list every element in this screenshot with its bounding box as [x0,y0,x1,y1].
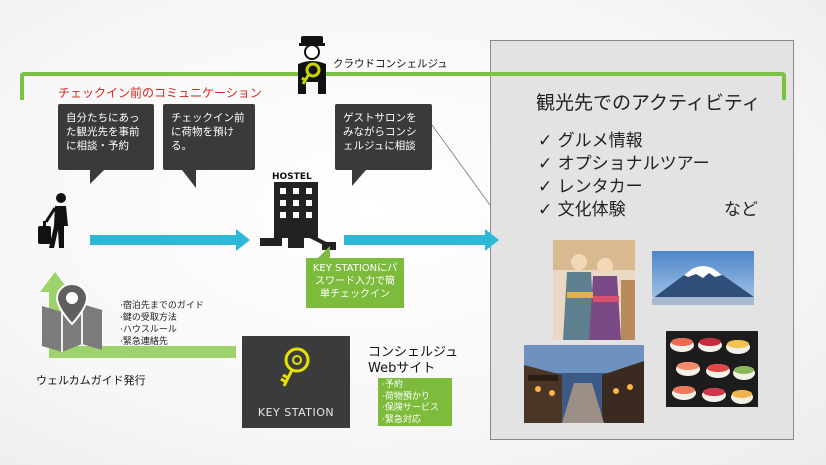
key-station-callout: KEY STATIONにパスワード入力で簡単チェックイン [306,258,404,308]
welcome-guide-list: ·宿泊先までのガイド ·鍵の受取方法 ·ハウスルール ·緊急連絡先 [120,300,204,348]
activities-title: 観光先でのアクティビティ [536,92,761,114]
flow-arrow-1 [90,235,237,245]
bubble-luggage: チェックイン前に荷物を預ける。 [163,104,255,170]
activities-suffix: など [724,200,758,220]
web-item: ·荷物預かり [382,391,430,402]
welcome-item: ·緊急連絡先 [120,337,168,347]
flow-arrow-2 [344,235,486,245]
pre-checkin-label: チェックイン前のコミュニケーション [58,86,262,100]
flow-arrow-2-head [485,229,499,251]
activities-list: ✓ グルメ情報 ✓ オプショナルツアー ✓ レンタカー ✓ 文化体験 [538,130,710,222]
concierge-web-title-line1: コンシェルジュ [368,345,459,360]
key-pin-icon [280,347,310,387]
bubble-luggage-tail [182,170,196,188]
welcome-item: ·ハウスルール [120,325,177,335]
activity-item-rentacar: ✓ レンタカー [538,177,643,197]
mount-fuji-photo [652,251,754,305]
traveler-icon [38,193,68,248]
bubble-salon-text: ゲストサロンをみながらコンシェルジュに相談 [343,112,417,152]
welcome-guide-label: ウェルカムガイド発行 [36,374,146,387]
concierge-figure-icon [298,36,326,94]
flow-arrow-1-head [236,229,250,251]
bubble-consult-tail [90,170,104,184]
concierge-web-title: コンシェルジュ Webサイト [368,345,458,377]
hostel-sign: HOSTEL [272,172,312,182]
web-item: ·保険サービス [382,403,439,413]
key-station-logo-text: KEY STATION [257,406,335,419]
activity-item-tour: ✓ オプショナルツアー [538,154,710,174]
kimono-photo [553,240,635,340]
bubble-salon: ゲストサロンをみながらコンシェルジュに相談 [335,104,432,170]
bubble-salon-tail [352,170,366,186]
concierge-web-title-line2: Webサイト [368,361,436,376]
concierge-web-list: ·予約 ·荷物預かり ·保険サービス ·緊急対応 [378,378,452,426]
sushi-photo [666,331,758,407]
map-pin-icon [42,282,102,352]
activity-item-culture: ✓ 文化体験 [538,200,626,220]
web-item: ·予約 [382,380,403,390]
bubble-luggage-text: チェックイン前に荷物を預ける。 [171,112,245,152]
bubble-consult-text: 自分たちにあった観光先を事前に相談・予約 [66,112,140,152]
web-item: ·緊急対応 [382,414,421,425]
welcome-item: ·宿泊先までのガイド [120,301,204,311]
welcome-item: ·鍵の受取方法 [120,313,177,323]
activity-item-gourmet: ✓ グルメ情報 [538,131,643,151]
bubble-consult: 自分たちにあった観光先を事前に相談・予約 [58,104,154,170]
key-station-callout-text: KEY STATIONにパスワード入力で簡単チェックイン [312,263,398,300]
kyoto-street-photo [524,345,644,423]
key-station-callout-tail [318,246,330,258]
concierge-label: クラウドコンシェルジュ [333,58,448,70]
key-station-logo: KEY STATION [242,336,350,428]
